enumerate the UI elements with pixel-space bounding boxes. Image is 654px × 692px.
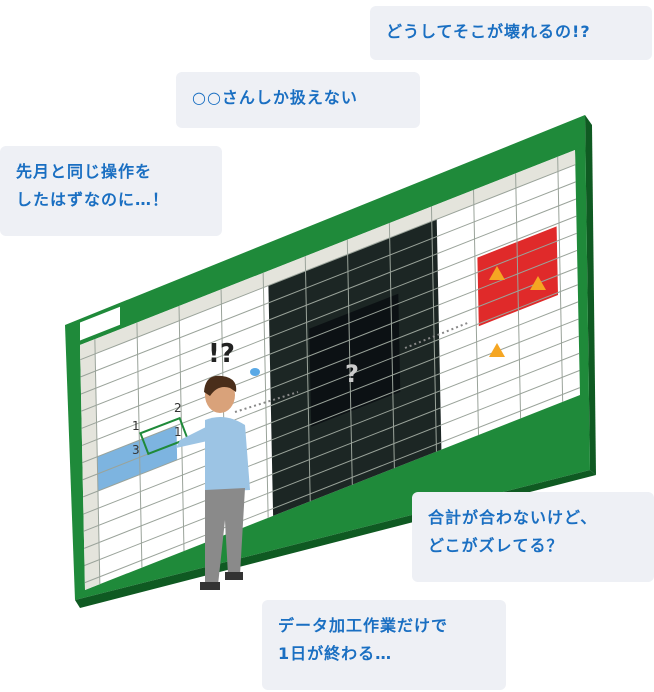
speech-bubble-total-mismatch: 合計が合わないけど、 どこがズレてる？ <box>412 492 654 582</box>
hair <box>204 375 237 396</box>
grid-line <box>84 353 579 548</box>
grid-line <box>305 256 310 501</box>
exclaim-mark: !? <box>208 339 235 369</box>
bubble-line: 1日が終わる… <box>278 644 393 663</box>
bubble-line: ○○さんしか扱えない <box>192 88 358 107</box>
grid-line <box>179 306 184 551</box>
person: !? <box>176 339 260 590</box>
speech-bubble-only-person: ○○さんしか扱えない <box>176 72 420 128</box>
grid-line <box>558 157 563 402</box>
bubble-line: データ加工作業だけで <box>278 616 449 635</box>
grid-line <box>474 190 479 435</box>
grid-line <box>84 336 579 531</box>
grid-line <box>81 216 576 411</box>
warning-icon <box>530 276 546 290</box>
cell-value: 3 <box>132 443 140 457</box>
grid-line <box>85 371 580 566</box>
warning-icon <box>489 343 505 357</box>
grid-line <box>80 165 575 360</box>
cell-value: 1 <box>132 419 140 433</box>
question-mark: ? <box>345 360 359 388</box>
grid-line <box>389 223 394 468</box>
pants <box>205 488 245 585</box>
grid-line <box>85 388 580 583</box>
bubble-line: 合計が合わないけど、 <box>428 508 598 527</box>
speech-bubble-broken: どうしてそこが壊れるの!? <box>370 6 652 60</box>
grid-line <box>82 268 577 463</box>
grid-line <box>81 182 576 377</box>
shirt <box>205 416 250 492</box>
shoe <box>200 582 220 590</box>
bubble-line: 先月と同じ操作を <box>16 162 153 181</box>
grid-line <box>82 233 577 428</box>
bubble-line: どこがズレてる？ <box>428 536 564 555</box>
cell-value: 2 <box>174 401 182 415</box>
bubble-line: どうしてそこが壊れるの!? <box>386 22 591 41</box>
grid-line <box>263 273 268 518</box>
grid-line <box>347 240 352 485</box>
shoe <box>225 572 243 580</box>
grid-line <box>81 199 576 394</box>
grid-line <box>95 339 100 584</box>
error-popup <box>309 293 401 427</box>
arm <box>176 425 212 448</box>
grid-line <box>82 250 577 445</box>
grid-line <box>431 207 436 452</box>
speech-bubble-data-processing: データ加工作業だけで 1日が終わる… <box>262 600 506 690</box>
warning-icons <box>489 266 546 357</box>
header-row <box>80 149 576 360</box>
grid-line <box>83 302 578 497</box>
arrow-dotted <box>234 391 299 413</box>
board-side <box>585 115 596 475</box>
tab-1 <box>80 306 120 341</box>
warning-icon <box>489 266 505 280</box>
bubble-line: したはずなのに…！ <box>16 190 170 209</box>
cell-value: 1 <box>174 425 182 439</box>
sweat-drop <box>250 368 260 376</box>
grid-line <box>516 173 521 418</box>
speech-bubble-same-operation: 先月と同じ操作を したはずなのに…！ <box>0 146 222 236</box>
active-cell <box>139 416 189 456</box>
arrow-dotted <box>404 321 471 349</box>
grid-line <box>137 323 142 568</box>
